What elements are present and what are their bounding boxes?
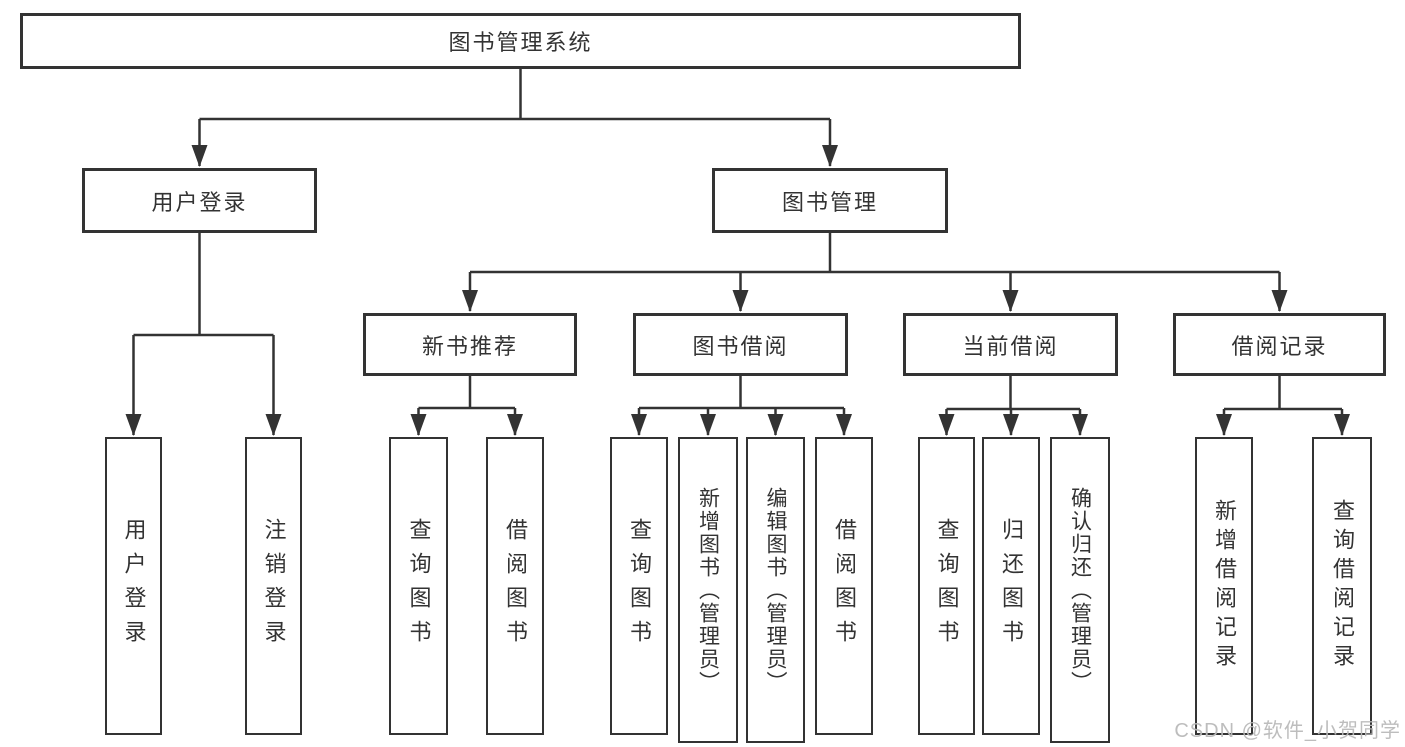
- leaf-query-books-2: 查询图书: [610, 437, 668, 735]
- node-borrowing-records: 借阅记录: [1173, 313, 1386, 376]
- node-book-borrowing: 图书借阅: [633, 313, 848, 376]
- leaf-add-books-admin-label: 新增图书（管理员）: [696, 486, 720, 694]
- leaf-query-books-2-label: 查询图书: [627, 518, 652, 654]
- leaf-user-login: 用户登录: [105, 437, 162, 735]
- leaf-logout: 注销登录: [245, 437, 302, 735]
- leaf-query-books-3: 查询图书: [918, 437, 975, 735]
- leaf-user-login-label: 用户登录: [121, 518, 147, 654]
- leaf-borrow-books-1-label: 借阅图书: [503, 518, 528, 654]
- node-new-book-recommendation: 新书推荐: [363, 313, 577, 376]
- leaf-add-borrow-record-label: 新增借阅记录: [1212, 499, 1237, 673]
- node-system-root: 图书管理系统: [20, 13, 1021, 69]
- leaf-return-books-label: 归还图书: [999, 518, 1024, 654]
- leaf-add-books-admin: 新增图书（管理员）: [678, 437, 738, 743]
- leaf-confirm-return-admin-label: 确认归还（管理员）: [1068, 486, 1092, 694]
- csdn-watermark: CSDN @软件_小贺同学: [1174, 720, 1401, 742]
- node-book-management: 图书管理: [712, 168, 948, 233]
- leaf-edit-books-admin: 编辑图书（管理员）: [746, 437, 805, 743]
- leaf-borrow-books-2-label: 借阅图书: [832, 518, 857, 654]
- leaf-query-borrow-record: 查询借阅记录: [1312, 437, 1372, 735]
- leaf-query-borrow-record-label: 查询借阅记录: [1330, 499, 1355, 673]
- leaf-edit-books-admin-label: 编辑图书（管理员）: [764, 486, 787, 694]
- leaf-return-books: 归还图书: [982, 437, 1040, 735]
- leaf-confirm-return-admin: 确认归还（管理员）: [1050, 437, 1110, 743]
- node-user-login: 用户登录: [82, 168, 317, 233]
- leaf-query-books-1-label: 查询图书: [406, 518, 432, 654]
- leaf-borrow-books-2: 借阅图书: [815, 437, 873, 735]
- node-current-borrowing: 当前借阅: [903, 313, 1118, 376]
- leaf-add-borrow-record: 新增借阅记录: [1195, 437, 1253, 735]
- leaf-query-books-3-label: 查询图书: [934, 518, 960, 654]
- leaf-logout-label: 注销登录: [261, 518, 287, 654]
- leaf-borrow-books-1: 借阅图书: [486, 437, 544, 735]
- leaf-query-books-1: 查询图书: [389, 437, 448, 735]
